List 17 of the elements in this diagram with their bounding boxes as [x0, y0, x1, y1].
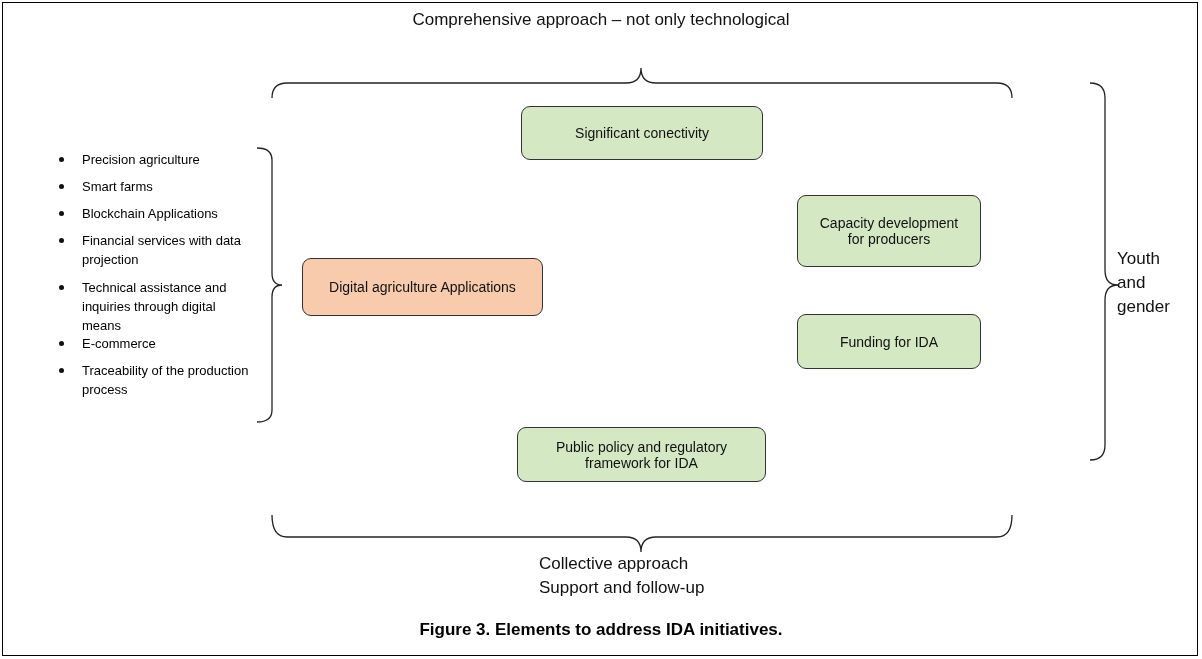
- list-item: E-commerce: [82, 335, 157, 353]
- list-item: Blockchain Applications: [82, 205, 219, 223]
- bracket-label: Support and follow-up: [539, 577, 705, 599]
- bracket-label: Comprehensive approach – not only technological: [412, 9, 790, 31]
- list-item: Precision agriculture: [82, 151, 201, 169]
- figure-caption: Figure 3. Elements to address IDA initiatives.: [418, 620, 784, 640]
- bracket-label: Collective approach: [539, 553, 689, 575]
- process-box: Capacity development for producers: [797, 195, 981, 267]
- process-box: Public policy and regulatory framework for IDA: [517, 427, 766, 482]
- list-item: Technical assistance and inquiries through digital means: [82, 279, 228, 335]
- bracket-label: Youth and gender: [1117, 248, 1171, 318]
- list-item: Financial services with data projection: [82, 232, 242, 269]
- process-box: Significant conectivity: [521, 106, 763, 160]
- process-box: Funding for IDA: [797, 314, 981, 369]
- list-item: Traceability of the production process: [82, 362, 250, 399]
- list-item: Smart farms: [82, 178, 154, 196]
- process-box: Digital agriculture Applications: [302, 258, 543, 316]
